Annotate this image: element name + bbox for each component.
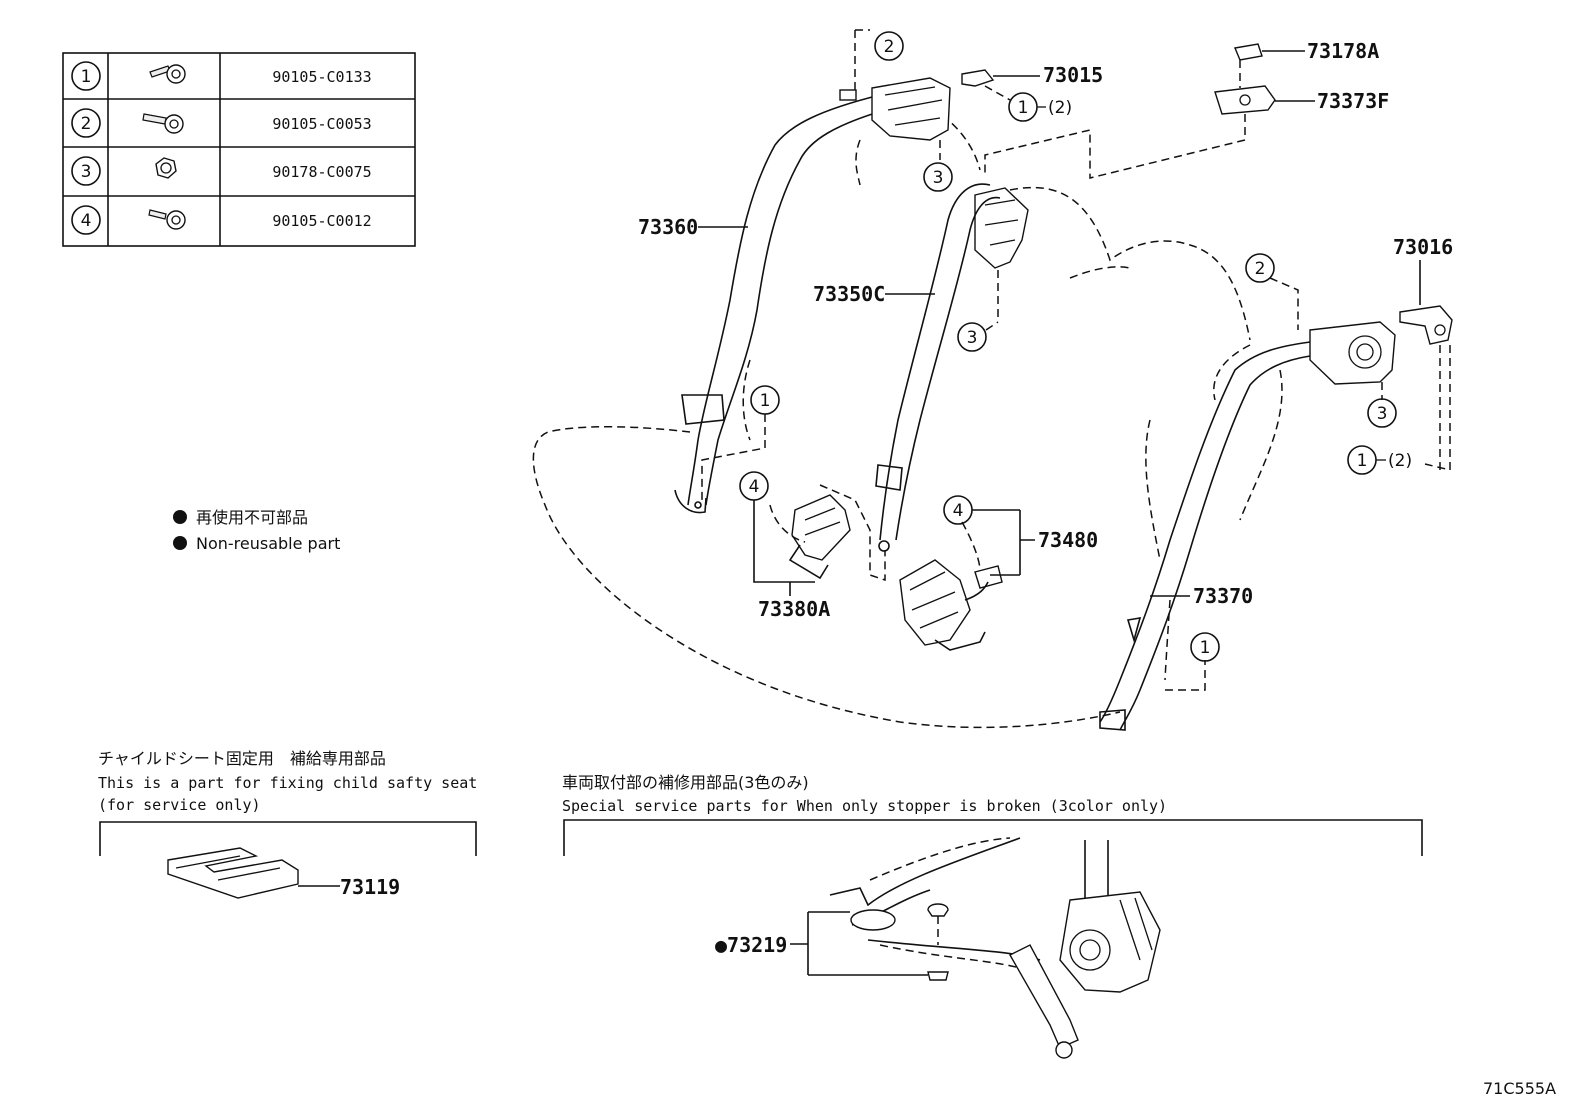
table-row-number: 4 xyxy=(81,211,92,231)
bullet-icon xyxy=(173,536,187,550)
svg-text:73480: 73480 xyxy=(1038,528,1098,552)
svg-text:73015: 73015 xyxy=(1043,63,1103,87)
svg-text:2: 2 xyxy=(1255,259,1266,279)
svg-text:3: 3 xyxy=(1377,404,1388,424)
child-seat-en1: This is a part for fixing child safty se… xyxy=(98,774,477,792)
diagram-id: 71C555A xyxy=(1483,1079,1556,1098)
svg-text:4: 4 xyxy=(749,477,760,497)
bolt-icon xyxy=(148,209,186,230)
table-row: 4 90105-C0012 xyxy=(71,205,372,235)
svg-text:3: 3 xyxy=(933,168,944,188)
label-73373F: 73373F xyxy=(1317,89,1389,113)
child-seat-plate-73119: 73119 xyxy=(167,847,400,899)
retractor-upper-left xyxy=(839,29,951,160)
child-seat-section: チャイルドシート固定用 補給専用部品 This is a part for fi… xyxy=(98,749,477,899)
callout-1-lower-right: 1 xyxy=(1190,632,1220,662)
callout-3-right: 3 xyxy=(1367,398,1397,428)
svg-text:73360: 73360 xyxy=(638,215,698,239)
table-part-number: 90105-C0012 xyxy=(272,212,371,230)
label-73370: 73370 xyxy=(1150,584,1253,608)
svg-text:(2): (2) xyxy=(1048,98,1072,118)
stopper-assembly-drawing: ●73219 xyxy=(715,837,1161,1059)
legend-jp: 再使用不可部品 xyxy=(196,508,308,527)
svg-text:73178A: 73178A xyxy=(1307,39,1379,63)
seat-belt-73370 xyxy=(1099,277,1396,731)
stopper-section: 車両取付部の補修用部品(3色のみ) Special service parts … xyxy=(562,773,1423,1059)
buckle-73480 xyxy=(899,521,1003,651)
svg-text:4: 4 xyxy=(953,501,964,521)
table-row: 1 90105-C0133 xyxy=(71,61,372,91)
table-row: 2 90105-C0053 xyxy=(71,108,372,138)
seat-belt-73360 xyxy=(674,94,886,514)
svg-text:73370: 73370 xyxy=(1193,584,1253,608)
table-row: 3 90178-C0075 xyxy=(71,156,372,186)
svg-text:1: 1 xyxy=(760,391,771,411)
label-73350C: 73350C xyxy=(813,282,935,306)
svg-text:73016: 73016 xyxy=(1393,235,1453,259)
callout-3-upper-left: 3 xyxy=(923,162,953,192)
callout-1-left: 1 xyxy=(701,385,780,500)
svg-text:1: 1 xyxy=(1018,98,1029,118)
table-row-number: 3 xyxy=(81,162,92,182)
table-row-number: 2 xyxy=(81,114,92,134)
stopper-jp: 車両取付部の補修用部品(3色のみ) xyxy=(562,773,809,792)
fastener-table: 1 90105-C0133 2 90105-C0053 3 xyxy=(62,52,416,247)
callout-4-left: 4 xyxy=(739,471,769,501)
label-73480: 73480 xyxy=(972,509,1098,576)
svg-text:2: 2 xyxy=(884,37,895,57)
buckle-73380A xyxy=(769,484,886,582)
child-seat-jp: チャイルドシート固定用 補給専用部品 xyxy=(98,749,386,768)
label-73380A: 73380A xyxy=(753,500,830,621)
stopper-en: Special service parts for When only stop… xyxy=(562,797,1167,815)
table-row-number: 1 xyxy=(81,67,92,87)
svg-text:3: 3 xyxy=(967,328,978,348)
label-73360: 73360 xyxy=(638,215,748,239)
bolt-icon xyxy=(142,113,184,134)
bracket-73016 xyxy=(1399,260,1453,471)
label-73015: 73015 xyxy=(1043,63,1103,87)
callout-2-right: 2 xyxy=(1245,253,1275,283)
table-part-number: 90105-C0053 xyxy=(272,115,371,133)
svg-text:1: 1 xyxy=(1357,451,1368,471)
bolt-icon xyxy=(149,64,186,84)
non-reusable-legend: 再使用不可部品 Non-reusable part xyxy=(173,508,340,553)
svg-text:●73219: ●73219 xyxy=(715,933,787,957)
cover-73373F xyxy=(984,60,1315,179)
callout-3-center: 3 xyxy=(957,321,999,352)
nut-icon xyxy=(155,157,177,179)
table-part-number: 90105-C0133 xyxy=(272,68,371,86)
callout-2-top: 2 xyxy=(874,31,904,61)
rear-seat-outline xyxy=(532,114,1283,729)
svg-text:73119: 73119 xyxy=(340,875,400,899)
legend-en: Non-reusable part xyxy=(196,534,340,553)
svg-text:73373F: 73373F xyxy=(1317,89,1389,113)
label-73016: 73016 xyxy=(1393,235,1453,259)
table-part-number: 90178-C0075 xyxy=(272,163,371,181)
callout-1-2-right: 1 (2) xyxy=(1347,445,1412,475)
svg-text:(2): (2) xyxy=(1388,451,1412,471)
callout-4-right: 4 xyxy=(943,495,973,525)
cover-73178A xyxy=(1234,43,1305,61)
callout-1-2-upper: 1 (2) xyxy=(1008,92,1072,122)
bracket-73015 xyxy=(961,69,1040,101)
svg-text:1: 1 xyxy=(1200,638,1211,658)
seat-belt-73350C xyxy=(875,183,1029,552)
label-73178A: 73178A xyxy=(1307,39,1379,63)
svg-text:73380A: 73380A xyxy=(758,597,830,621)
child-seat-en2: (for service only) xyxy=(98,796,261,814)
svg-text:73350C: 73350C xyxy=(813,282,885,306)
bullet-icon xyxy=(173,510,187,524)
